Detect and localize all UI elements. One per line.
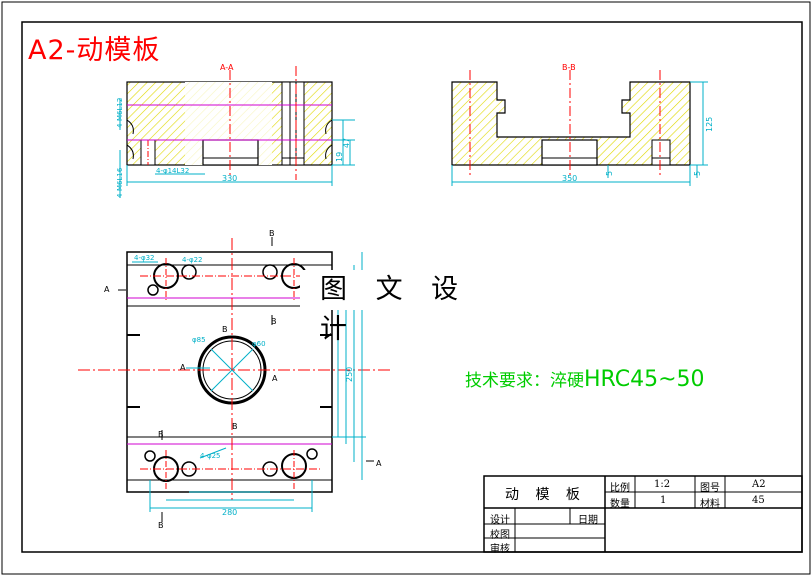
dim-counterbore: 4-φ14L32 xyxy=(156,167,189,175)
plan-label-a-center-right: A xyxy=(272,374,278,383)
section-label-aa: A-A xyxy=(220,63,234,72)
plan-label-a-left: A xyxy=(104,285,110,294)
title-block-scale-value: 1:2 xyxy=(654,479,671,490)
dim-right-height: 125 xyxy=(705,117,714,132)
title-block-designer-label: 设计 xyxy=(490,515,510,526)
tech-requirement-value: HRC45~50 xyxy=(584,367,705,392)
dim-hole-label-1: 4-φ32 xyxy=(134,254,155,262)
dim-hole-label-3: 4-φ25 xyxy=(200,452,221,460)
title-block-material-value: 45 xyxy=(752,495,765,506)
watermark-text: 图 文 设 计 xyxy=(300,270,520,345)
title-block-name: 动 模 板 xyxy=(505,487,586,503)
drawing-title: A2-动模板 xyxy=(28,35,161,66)
right-section-view xyxy=(451,70,708,186)
title-block-checker-label: 校图 xyxy=(490,530,510,541)
plan-label-b-mid: B xyxy=(222,325,228,334)
plan-label-b-bottom: B xyxy=(158,521,164,530)
plan-label-b-top2: B xyxy=(271,317,277,326)
dim-right-width: 350 xyxy=(562,174,577,183)
tech-requirement: 技术要求：淬硬HRC45~50 xyxy=(465,366,705,392)
dim-right-step: 5 xyxy=(605,171,614,176)
title-block-scale-label: 比例 xyxy=(610,483,630,494)
plan-label-b-top: B xyxy=(269,229,275,238)
inner-frame xyxy=(21,21,803,553)
tech-requirement-label: 技术要求：淬硬 xyxy=(465,371,584,391)
front-section-view xyxy=(119,66,355,198)
dim-thread-bottom: 4-M6L16 xyxy=(116,167,124,198)
title-block-drawing-no-label: 图号 xyxy=(700,483,720,494)
dim-front-h1: 47 xyxy=(342,138,351,148)
dim-hole-label-2: 4-φ22 xyxy=(182,256,203,264)
title-block-qty-label: 数量 xyxy=(610,499,630,510)
title-block-reviewer-label: 审核 xyxy=(490,544,510,555)
title-block-qty-value: 1 xyxy=(660,495,667,506)
dim-bottom-width: 280 xyxy=(222,508,237,517)
plan-label-b-left: B xyxy=(158,430,164,439)
plan-label-b-mid2: B xyxy=(232,422,238,431)
plan-label-a-center: A xyxy=(180,363,186,372)
dim-front-h2: 19 xyxy=(335,152,344,162)
dim-center-d2: φ60 xyxy=(252,340,266,348)
dim-thread-top: 4-M6L12 xyxy=(116,98,124,128)
title-block-drawing-no-value: A2 xyxy=(752,479,766,490)
dim-plan-h: 250 xyxy=(345,367,354,382)
dim-center-d1: φ85 xyxy=(192,336,206,344)
dim-right-side: 5 xyxy=(693,171,702,176)
plan-label-a-right: A xyxy=(376,459,382,468)
title-block xyxy=(483,475,803,553)
plan-view xyxy=(78,237,390,522)
section-label-bb: B-B xyxy=(562,63,576,72)
title-block-date-label: 日期 xyxy=(578,515,598,526)
title-block-material-label: 材料 xyxy=(700,499,720,510)
dim-front-width: 330 xyxy=(222,174,237,183)
